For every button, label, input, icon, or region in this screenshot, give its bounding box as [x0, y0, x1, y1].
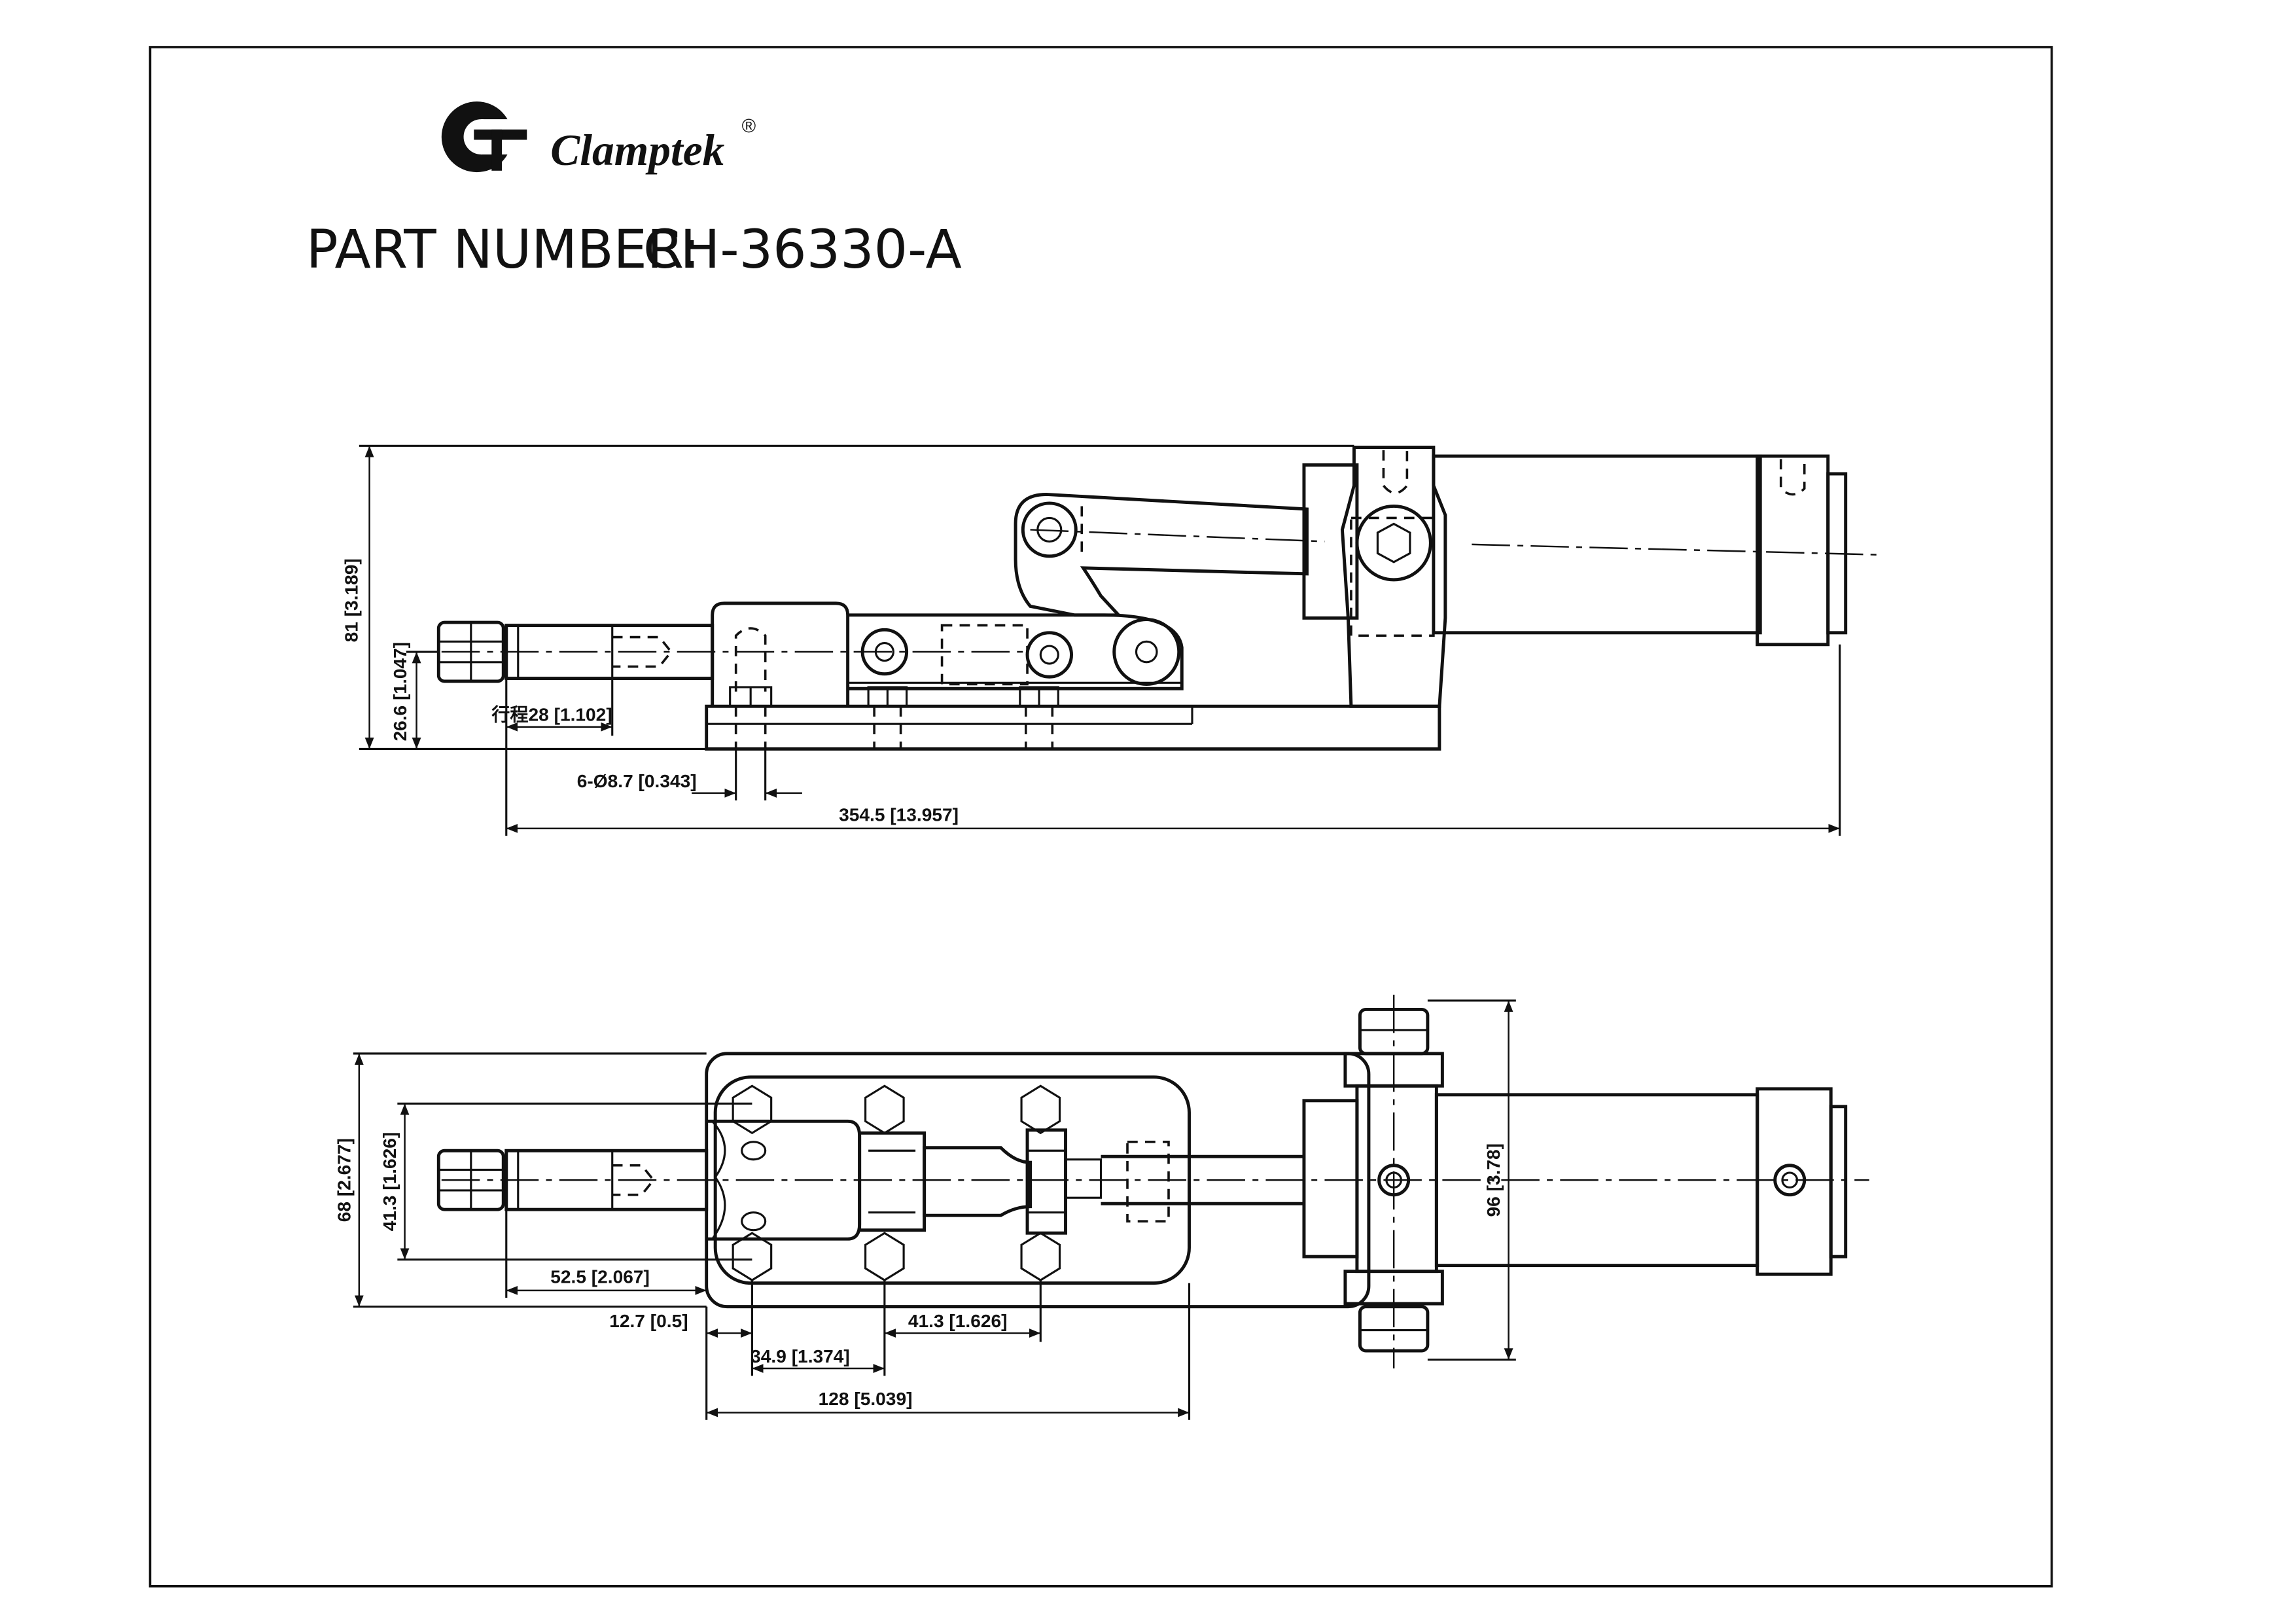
dim-height-overall: 81 [3.189]: [342, 558, 362, 642]
dim-hole-pitch-b: 41.3 [1.626]: [908, 1311, 1008, 1331]
dim-holes: 6-Ø8.7 [0.343]: [577, 771, 697, 791]
brand-name: Clamptek: [550, 126, 724, 175]
dim-stroke: 行程28 [1.102]: [491, 704, 612, 725]
top-view: 68 [2.677] 41.3 [1.626] 52.5 [2.067] 12.…: [334, 994, 1869, 1420]
registered-mark: ®: [742, 116, 756, 137]
dim-rod-extension: 52.5 [2.067]: [550, 1267, 650, 1287]
dim-width-base: 68 [2.677]: [334, 1138, 354, 1222]
part-number-value: CH-36330-A: [643, 219, 962, 281]
drawing-border: [149, 46, 2053, 1588]
dim-edge-offset: 12.7 [0.5]: [609, 1311, 688, 1331]
side-view: 81 [3.189] 26.6 [1.047] 行程28 [1.102] 6-Ø…: [342, 444, 1879, 836]
part-number-label: PART NUMBER:: [306, 219, 700, 281]
dim-width-holes: 41.3 [1.626]: [380, 1132, 400, 1232]
dim-cylinder-width: 96 [3.78]: [1483, 1143, 1504, 1217]
clamptek-logo: Clamptek ®: [441, 101, 756, 175]
dim-base-length: 128 [5.039]: [819, 1389, 913, 1409]
dim-height-rod: 26.6 [1.047]: [390, 642, 410, 741]
dim-hole-pitch-a: 34.9 [1.374]: [751, 1346, 850, 1366]
dim-length-overall: 354.5 [13.957]: [839, 805, 959, 825]
